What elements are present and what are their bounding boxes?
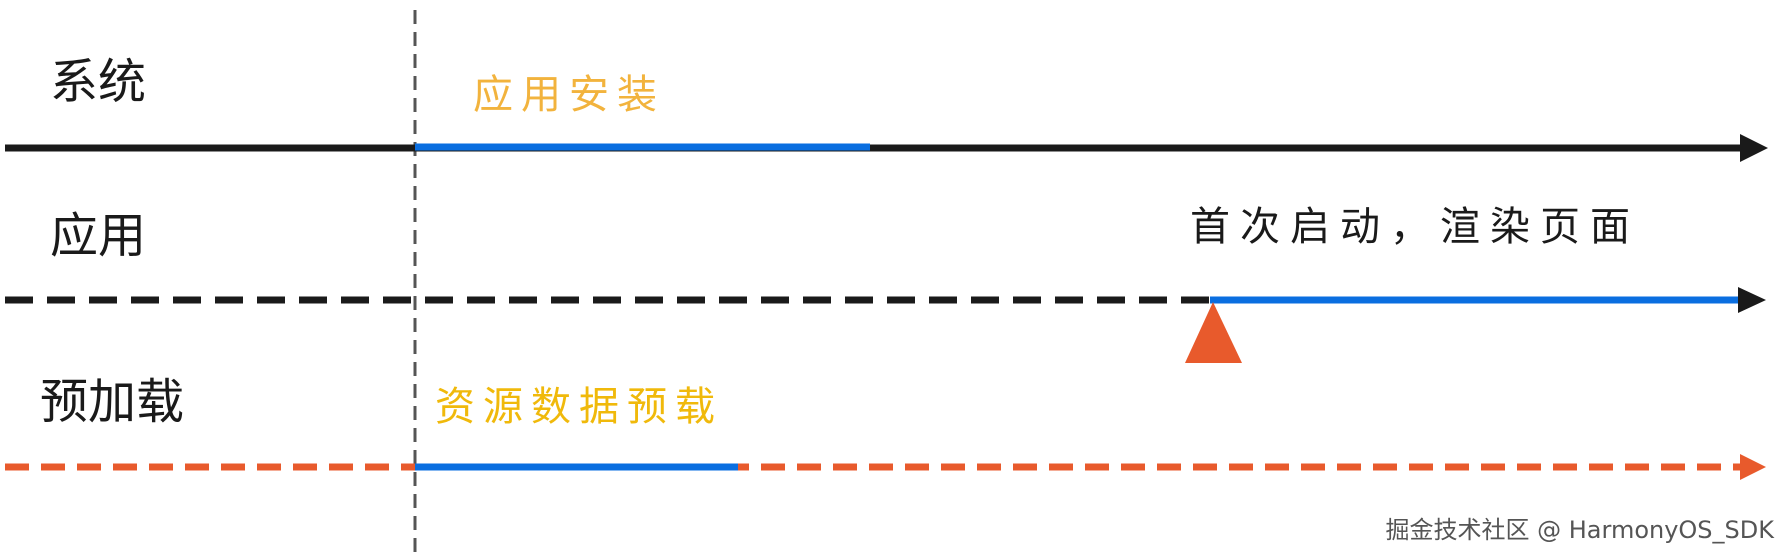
preload-axis-arrowhead (1740, 454, 1766, 480)
app-axis-arrowhead (1738, 287, 1766, 313)
system-phase-label: 应用安装 (473, 72, 665, 118)
watermark: 掘金技术社区 @ HarmonyOS_SDK (1385, 516, 1775, 544)
triangle-up-icon (1185, 302, 1242, 363)
system-axis-arrowhead (1740, 134, 1768, 162)
lane-label-preload: 预加载 (40, 374, 184, 430)
lane-label-app: 应用 (50, 208, 146, 264)
app-event-label: 首次启动，渲染页面 (1190, 204, 1640, 250)
lane-label-system: 系统 (50, 54, 146, 110)
preload-phase-label: 资源数据预载 (435, 384, 723, 430)
